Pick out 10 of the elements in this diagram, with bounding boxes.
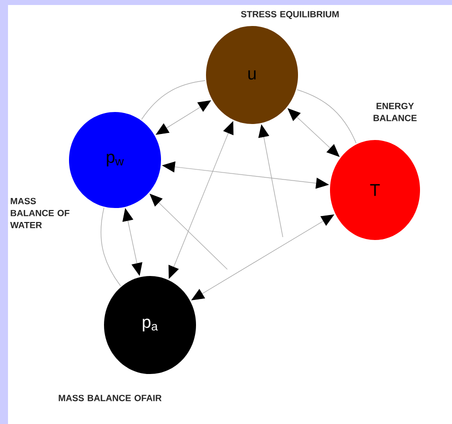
equation-label: MASS BALANCE OFAIR xyxy=(58,394,162,402)
coupling-arc xyxy=(141,80,206,120)
equation-label: STRESS EQUILIBRIUM xyxy=(241,10,339,20)
equation-label: ENERGY BALANCE xyxy=(374,102,417,122)
coupling-arc xyxy=(296,89,356,144)
coupling-arc xyxy=(100,208,121,286)
coupling-arrow xyxy=(191,214,334,300)
coupling-arrow xyxy=(150,194,228,270)
equation-label: MASS BALANCE OF WATER xyxy=(10,198,70,228)
coupling-arrow xyxy=(168,121,234,279)
